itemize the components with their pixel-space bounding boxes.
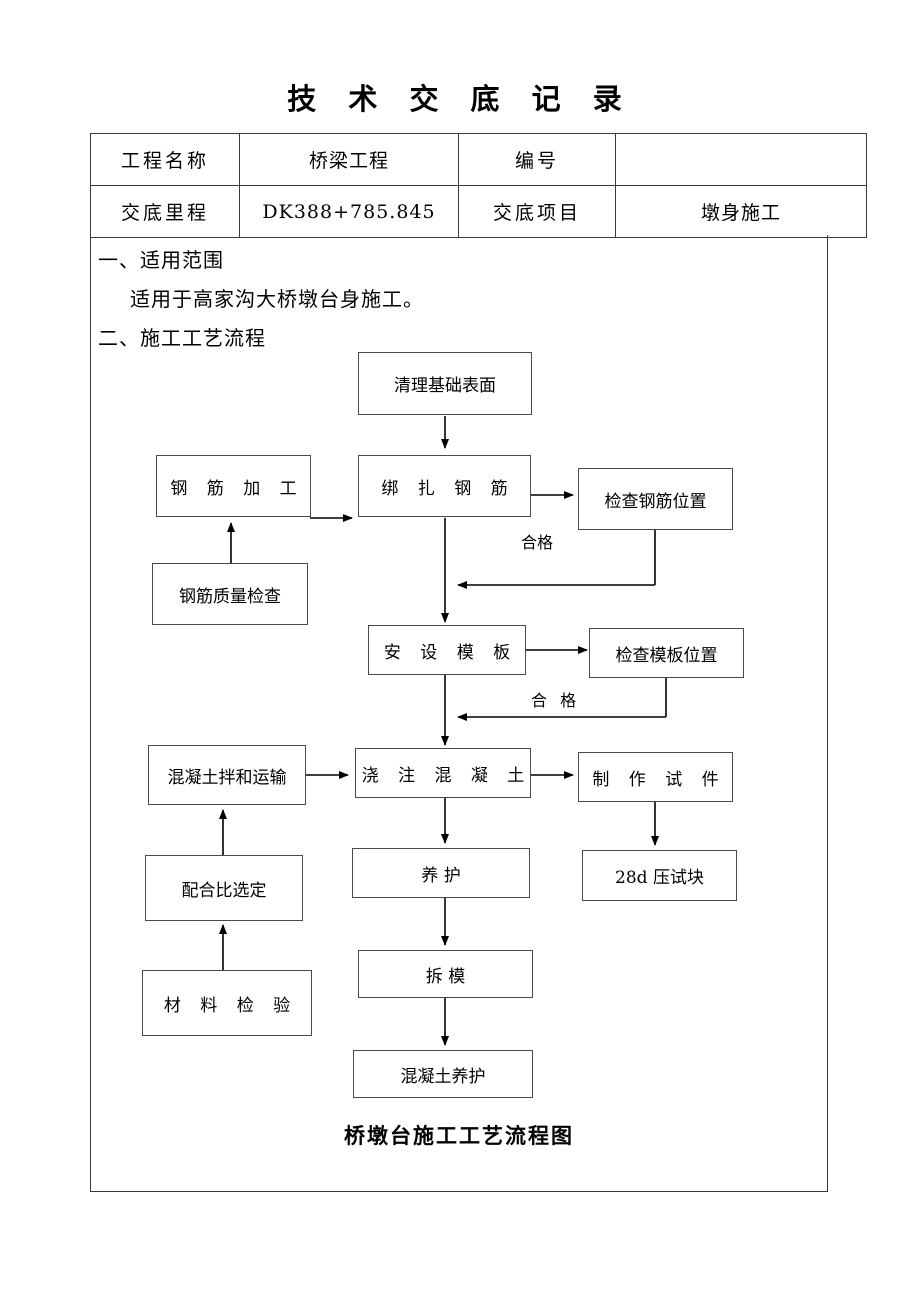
flow-node-material-inspection: 材 料 检 验 (142, 970, 312, 1036)
flow-node-28d-press-test-block: 28d 压试块 (582, 850, 737, 901)
flow-node-concrete-curing: 混凝土养护 (353, 1050, 533, 1098)
cell-mileage-value: DK388+785.845 (239, 185, 459, 238)
flow-node-curing: 养 护 (352, 848, 530, 898)
flow-node-remove-formwork: 拆 模 (358, 950, 533, 998)
cell-project-name-value: 桥梁工程 (239, 133, 459, 186)
cell-item-label: 交底项目 (458, 185, 616, 238)
flow-node-check-formwork-position: 检查模板位置 (589, 628, 744, 678)
section-1-body: 适用于高家沟大桥墩台身施工。 (130, 287, 424, 311)
cell-number-label: 编号 (458, 133, 616, 186)
section-1-heading: 一、适用范围 (98, 248, 224, 272)
flow-node-rebar-tie: 绑 扎 钢 筋 (358, 455, 531, 517)
flow-node-rebar-quality-check: 钢筋质量检查 (152, 563, 308, 625)
edge-label-qualified-formwork: 合 格 (531, 691, 581, 710)
page-title: 技 术 交 底 记 录 (287, 82, 633, 116)
document-body-frame (90, 235, 828, 1192)
flow-node-check-rebar-position: 检查钢筋位置 (578, 468, 733, 530)
section-2-heading: 二、施工工艺流程 (98, 326, 266, 350)
cell-item-value: 墩身施工 (615, 185, 867, 238)
flow-node-make-specimen: 制 作 试 件 (578, 752, 733, 802)
table-row: 交底里程 DK388+785.845 交底项目 墩身施工 (90, 185, 867, 238)
table-row: 工程名称 桥梁工程 编号 (90, 133, 867, 186)
flow-node-concrete-mixing-transport: 混凝土拌和运输 (148, 745, 306, 805)
flow-node-install-formwork: 安 设 模 板 (368, 625, 526, 675)
flow-node-mix-ratio-selection: 配合比选定 (145, 855, 303, 921)
cell-mileage-label: 交底里程 (90, 185, 240, 238)
flowchart-connectors (219, 416, 667, 1046)
flow-node-clean-base: 清理基础表面 (358, 352, 532, 415)
flowchart-caption: 桥墩台施工工艺流程图 (344, 1123, 574, 1148)
flow-node-rebar-fab: 钢 筋 加 工 (156, 455, 311, 517)
flow-node-pour-concrete: 浇 注 混 凝 土 (355, 748, 531, 798)
edge-label-qualified-rebar: 合格 (521, 533, 554, 552)
cell-number-value (615, 133, 867, 186)
header-info-table: 工程名称 桥梁工程 编号 交底里程 DK388+785.845 交底项目 墩身施… (90, 133, 867, 238)
cell-project-name-label: 工程名称 (90, 133, 240, 186)
